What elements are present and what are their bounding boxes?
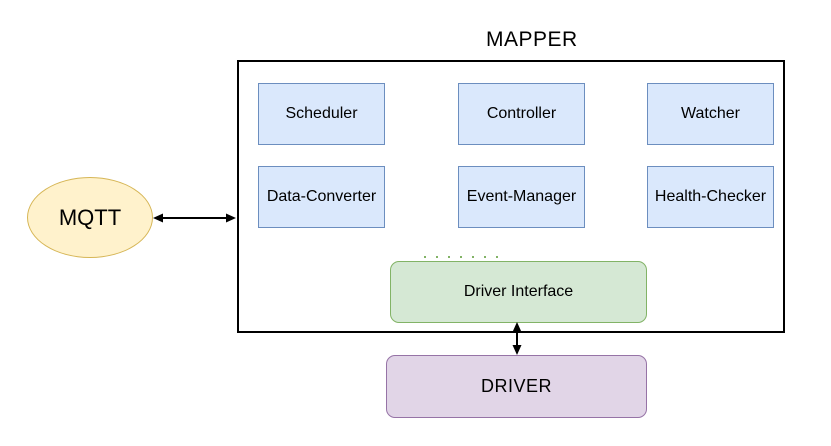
mapper-container xyxy=(237,60,785,333)
module-box-scheduler: Scheduler xyxy=(258,83,385,145)
module-label: Watcher xyxy=(681,105,740,122)
driver-interface-label: Driver Interface xyxy=(463,283,574,300)
mqtt-ellipse: MQTT xyxy=(27,177,153,258)
module-label: Scheduler xyxy=(285,105,358,122)
module-box-data-converter: Data-Converter xyxy=(258,166,385,228)
mapper-title: MAPPER xyxy=(486,28,578,51)
driver-interface-box: Driver Interface xyxy=(390,261,647,323)
dotted-marks-decoration xyxy=(424,256,502,258)
module-box-event-manager: Event-Manager xyxy=(458,166,585,228)
interface-driver-arrow xyxy=(512,322,522,355)
mqtt-label: MQTT xyxy=(58,204,122,230)
module-box-controller: Controller xyxy=(458,83,585,145)
module-box-watcher: Watcher xyxy=(647,83,774,145)
mqtt-mapper-arrow xyxy=(153,213,236,223)
module-label: Health-Checker xyxy=(654,188,767,205)
driver-label: DRIVER xyxy=(480,376,552,396)
module-label: Event-Manager xyxy=(466,188,577,205)
driver-box: DRIVER xyxy=(386,355,647,418)
module-label: Data-Converter xyxy=(266,188,377,205)
module-box-health-checker: Health-Checker xyxy=(647,166,774,228)
module-label: Controller xyxy=(486,105,557,122)
